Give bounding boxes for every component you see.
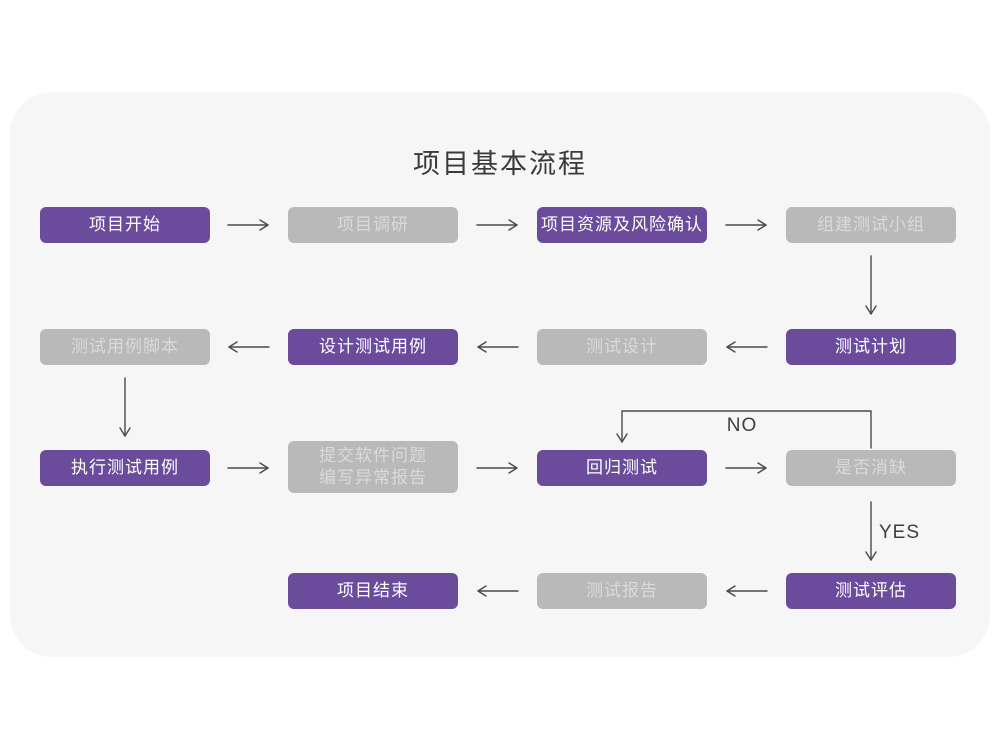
label-no: NO bbox=[726, 415, 758, 436]
node-project-end: 项目结束 bbox=[288, 573, 458, 609]
label-yes: YES bbox=[879, 522, 921, 543]
node-test-report: 测试报告 bbox=[537, 573, 707, 609]
node-test-evaluation: 测试评估 bbox=[786, 573, 956, 609]
node-defect-cleared: 是否消缺 bbox=[786, 450, 956, 486]
node-regression-test: 回归测试 bbox=[537, 450, 707, 486]
node-build-test-team: 组建测试小组 bbox=[786, 207, 956, 243]
node-resources-risk: 项目资源及风险确认 bbox=[537, 207, 707, 243]
node-execute-test-cases: 执行测试用例 bbox=[40, 450, 210, 486]
node-project-start: 项目开始 bbox=[40, 207, 210, 243]
node-test-case-script: 测试用例脚本 bbox=[40, 329, 210, 365]
node-submit-issue-report: 提交软件问题 编写异常报告 bbox=[288, 441, 458, 493]
page-title: 项目基本流程 bbox=[413, 149, 587, 179]
node-design-test-cases: 设计测试用例 bbox=[288, 329, 458, 365]
node-test-plan: 测试计划 bbox=[786, 329, 956, 365]
flowchart-card bbox=[10, 92, 990, 657]
node-test-design: 测试设计 bbox=[537, 329, 707, 365]
node-project-research: 项目调研 bbox=[288, 207, 458, 243]
